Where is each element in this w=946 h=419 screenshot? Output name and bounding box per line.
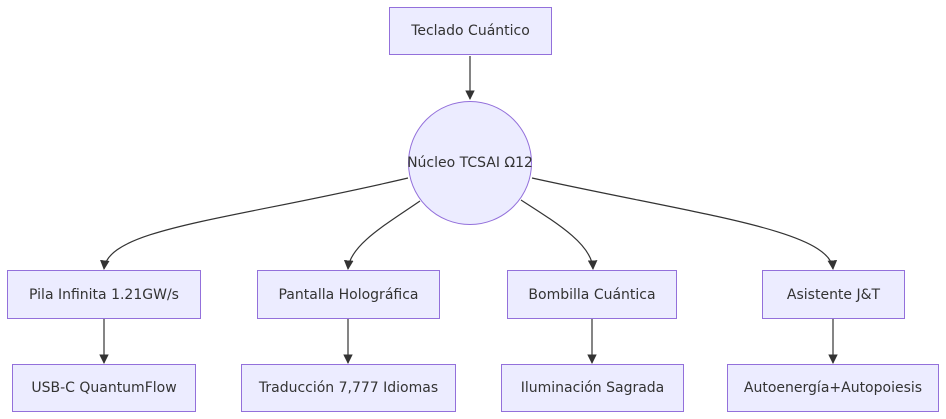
node-lighting[interactable]: Iluminación Sagrada (501, 364, 684, 412)
edge-core-bulb (520, 199, 598, 270)
node-keyboard[interactable]: Teclado Cuántico (389, 7, 552, 55)
node-usb[interactable]: USB-C QuantumFlow (12, 364, 196, 412)
node-translation[interactable]: Traducción 7,777 Idiomas (241, 364, 456, 412)
node-core[interactable]: Núcleo TCSAI Ω12 (407, 101, 533, 225)
node-assistant[interactable]: Asistente J&T (762, 270, 905, 319)
edge-core-battery (100, 177, 409, 270)
node-bulb[interactable]: Bombilla Cuántica (507, 270, 677, 319)
edge-core-assistant (531, 177, 838, 270)
node-battery[interactable]: Pila Infinita 1.21GW/s (7, 270, 201, 319)
node-screen[interactable]: Pantalla Holográfica (257, 270, 440, 319)
node-autopower[interactable]: Autoenergía+Autopoiesis (727, 364, 939, 412)
edge-core-screen (343, 200, 421, 270)
